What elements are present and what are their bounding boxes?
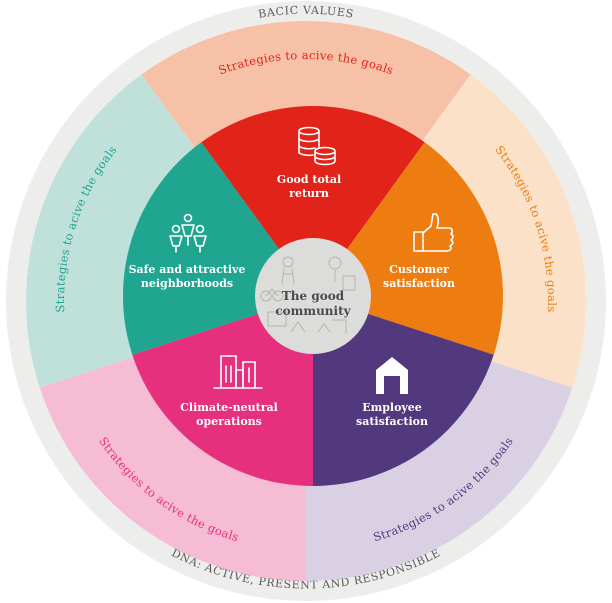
thumbs-up-icon [413,213,454,252]
wedge-label-employee-satisfaction-line-1: Employee [362,401,422,414]
wedge-label-customer-satisfaction-line-2: satisfaction [383,277,455,290]
wedge-label-safe-neighborhoods-line-1: Safe and attractive [129,263,246,276]
wedge-label-good-total-return-line-1: Good total [277,173,341,186]
goal-wedges: Good totalreturnCustomersatisfactionEmpl… [122,106,503,486]
coins-icon [298,126,336,166]
wedge-label-customer-satisfaction-line-1: Customer [389,263,449,276]
center-label-line-1: The good [282,289,345,303]
wedge-good-total-return [201,106,425,296]
wedge-label-climate-neutral-operations-line-1: Climate-neutral [180,401,278,414]
center-label-line-2: community [275,304,351,318]
basic-values-label: BACIC VALUES [257,4,354,21]
wedge-label-safe-neighborhoods-line-2: neighborhoods [141,277,233,290]
house-icon [376,357,408,394]
community-illustration [260,256,356,334]
svg-text:BACIC VALUES: BACIC VALUES [257,4,354,21]
wedge-label-good-total-return-line-2: return [289,187,329,200]
center-circle: The good community [255,238,371,354]
buildings-icon [213,355,263,389]
people-icon [169,213,207,253]
wedge-label-climate-neutral-operations-line-2: operations [196,415,262,428]
wedge-label-employee-satisfaction-line-2: satisfaction [356,415,428,428]
wedge-climate-neutral-operations [132,296,313,486]
